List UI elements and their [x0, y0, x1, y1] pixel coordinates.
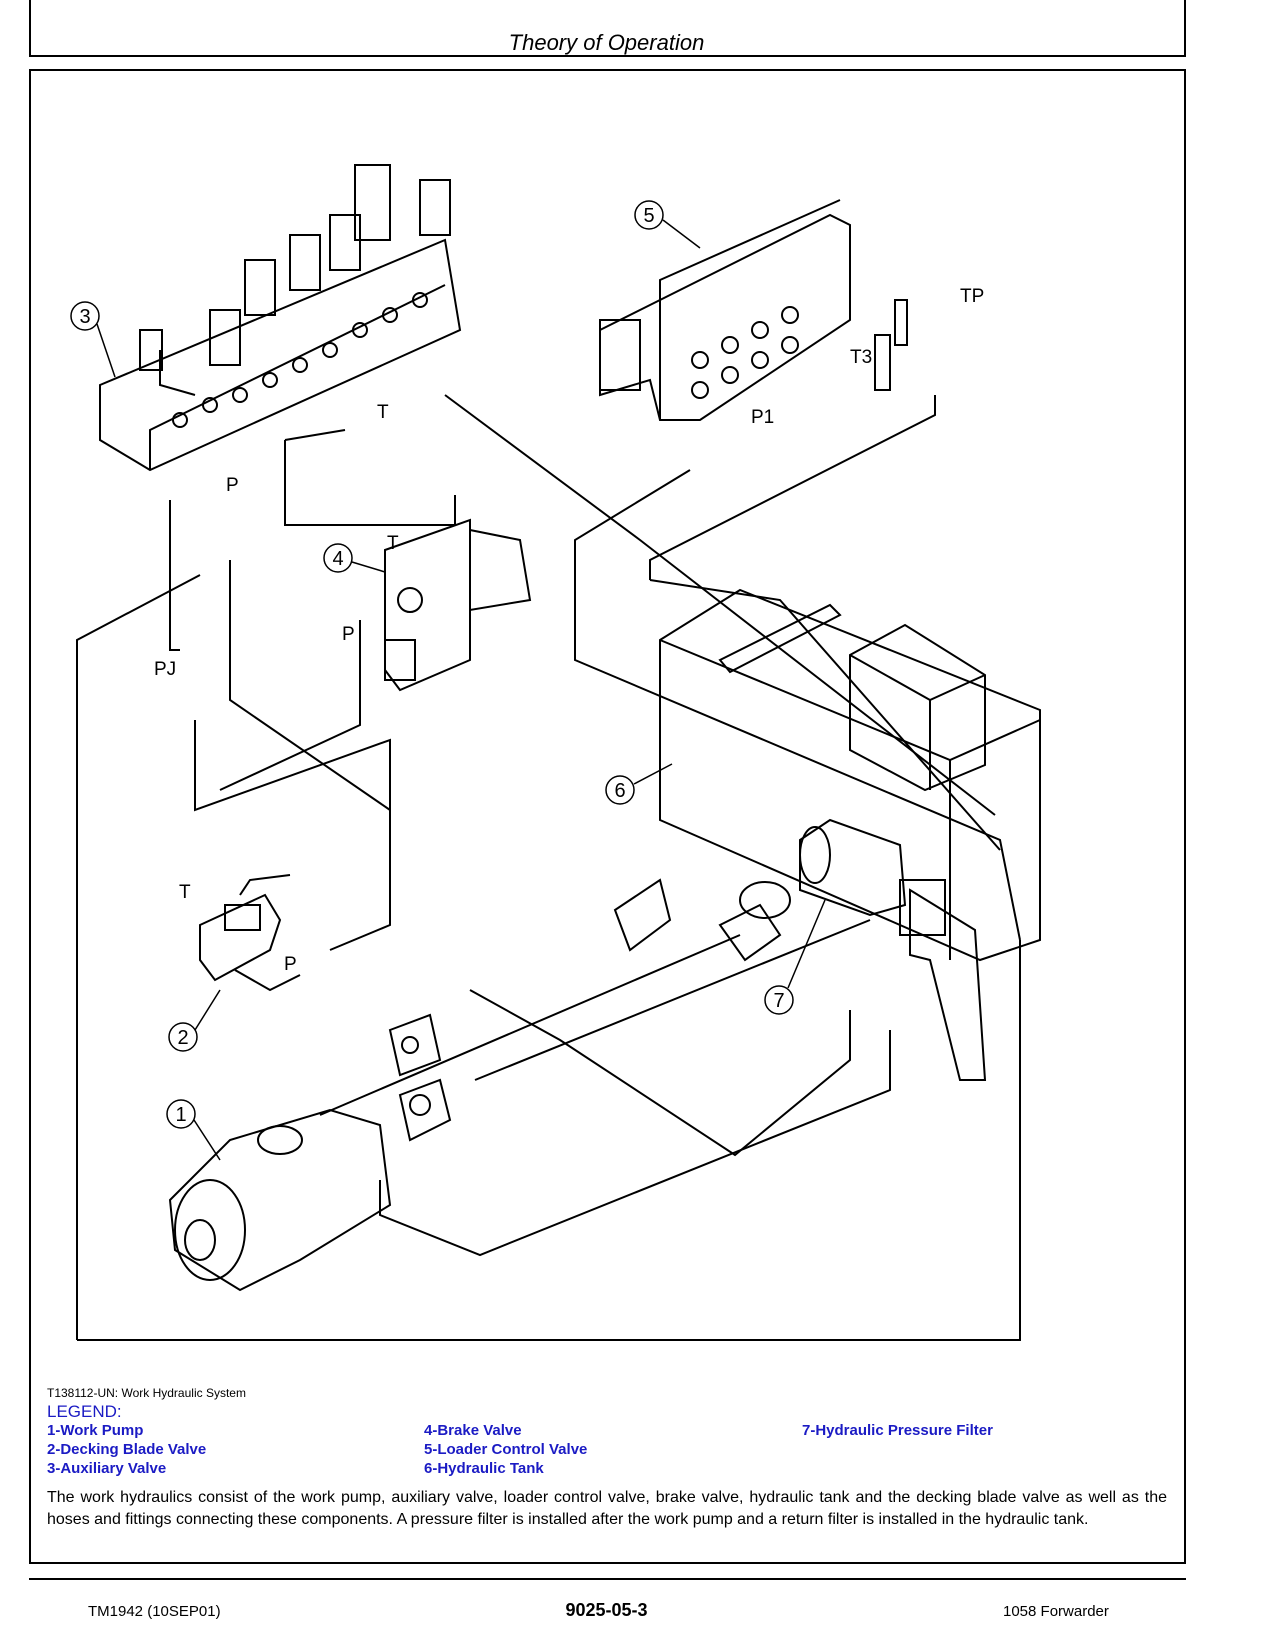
callout-3: 3 — [70, 301, 116, 378]
footer-manual-id: TM1942 (10SEP01) — [88, 1603, 221, 1620]
hose-line — [239, 874, 291, 896]
callout-6: 6 — [605, 763, 673, 805]
port-label-loader-t3: T3 — [850, 347, 872, 368]
port-label-aux-t: T — [377, 402, 389, 423]
hose-line — [379, 1030, 891, 1257]
suction-fitting-shape — [613, 878, 791, 962]
work-pump-shape — [168, 1013, 452, 1292]
footer-divider — [29, 1578, 1186, 1580]
diagram-frame-line — [77, 940, 1021, 1341]
description-paragraph: The work hydraulics consist of the work … — [47, 1489, 1167, 1528]
svg-text:5: 5 — [643, 205, 654, 227]
svg-text:2: 2 — [177, 1027, 188, 1049]
diagram-frame-line — [76, 574, 201, 1340]
port-label-deck-p: P — [284, 954, 297, 975]
legend-item-brake-valve: 4-Brake Valve — [424, 1422, 522, 1439]
port-label-loader-p1: P1 — [751, 407, 774, 428]
hose-line — [229, 560, 391, 811]
legend-item-auxiliary-valve: 3-Auxiliary Valve — [47, 1460, 167, 1477]
callout-5: 5 — [634, 200, 701, 249]
footer-machine: 1058 Forwarder — [1003, 1603, 1109, 1620]
auxiliary-valve-shape — [99, 164, 462, 472]
port-label-loader-tp: TP — [960, 286, 984, 307]
callout-1: 1 — [166, 1099, 221, 1161]
content-frame — [29, 69, 1186, 1564]
callout-4: 4 — [323, 543, 386, 573]
callout-7: 7 — [764, 899, 826, 1015]
port-label-brake-p: P — [342, 624, 355, 645]
legend-title: LEGEND: — [47, 1402, 122, 1421]
port-label-brake-t: T — [387, 533, 399, 554]
hose-line — [474, 919, 871, 1081]
svg-text:1: 1 — [175, 1104, 186, 1126]
hose-line — [649, 579, 1001, 851]
hydraulic-tank-shape — [659, 588, 1041, 962]
hose-line — [444, 394, 996, 816]
port-labels: T P PJ T P TP T3 P1 T P — [154, 286, 984, 975]
decking-blade-valve-shape — [199, 893, 301, 992]
pressure-filter-shape — [799, 818, 987, 1081]
legend-item-loader-control-valve: 5-Loader Control Valve — [424, 1441, 588, 1458]
svg-text:7: 7 — [773, 990, 784, 1012]
port-label-deck-t: T — [179, 882, 191, 903]
hose-line — [284, 440, 456, 526]
figure-caption: T138112-UN: Work Hydraulic System — [47, 1386, 246, 1400]
hose-line — [159, 350, 196, 396]
svg-text:6: 6 — [614, 780, 625, 802]
hose-line — [469, 989, 851, 1157]
svg-text:3: 3 — [79, 306, 90, 328]
hose-line — [649, 395, 936, 580]
hose-line — [574, 469, 1021, 941]
hose-line — [194, 720, 391, 951]
hydraulic-diagram: 3 5 4 6 7 2 1 — [70, 164, 1041, 1341]
page-title: Theory of Operation — [508, 30, 705, 55]
brake-valve-shape — [384, 518, 532, 692]
port-label-aux-p: P — [226, 475, 239, 496]
footer-page-number: 9025-05-3 — [565, 1600, 648, 1620]
legend-item-work-pump: 1-Work Pump — [47, 1422, 144, 1439]
hose-line — [169, 500, 180, 651]
callout-2: 2 — [168, 989, 221, 1052]
loader-control-valve-shape — [599, 199, 908, 421]
port-label-pj: PJ — [154, 659, 176, 680]
hose-line — [219, 620, 361, 791]
hose-line — [319, 934, 741, 1116]
legend-item-hydraulic-tank: 6-Hydraulic Tank — [424, 1460, 544, 1477]
legend-item-decking-blade-valve: 2-Decking Blade Valve — [47, 1441, 207, 1458]
callouts: 3 5 4 6 7 2 1 — [70, 200, 826, 1161]
legend-item-pressure-filter: 7-Hydraulic Pressure Filter — [802, 1422, 993, 1439]
svg-text:4: 4 — [332, 548, 343, 570]
hose-line — [284, 429, 346, 441]
header-box — [29, 0, 1186, 57]
